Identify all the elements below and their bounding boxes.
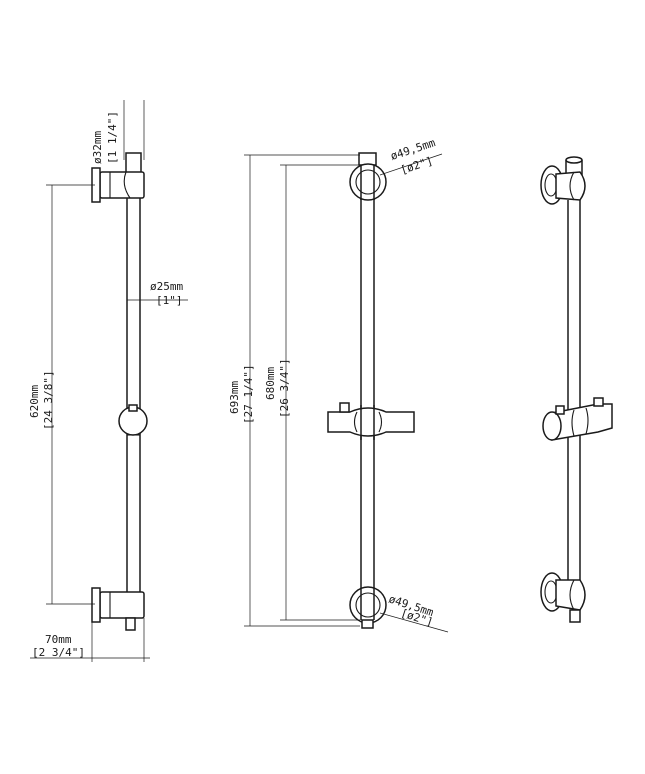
overall-height-in: [27 1/4"] <box>242 364 255 424</box>
front-view <box>327 152 415 629</box>
side-view-dimensions <box>30 100 188 662</box>
bracket-diameter-in: [1 1/4"] <box>106 111 119 164</box>
overall-height-mm: 693mm <box>228 381 241 414</box>
length-in: [24 3/8"] <box>42 370 55 430</box>
perspective-view <box>540 156 613 623</box>
centers-mm: 680mm <box>264 367 277 400</box>
front-view-dimensions <box>244 153 449 633</box>
rail-diameter-mm: ø25mm <box>150 280 183 293</box>
bracket-diameter-mm: ø32mm <box>91 131 104 164</box>
side-view <box>91 152 148 631</box>
centers-in: [26 3/4"] <box>278 358 291 418</box>
projection-mm: 70mm <box>45 633 72 646</box>
length-mm: 620mm <box>28 385 41 418</box>
rail-diameter-in: [1"] <box>156 294 183 307</box>
projection-in: [2 3/4"] <box>32 646 85 659</box>
